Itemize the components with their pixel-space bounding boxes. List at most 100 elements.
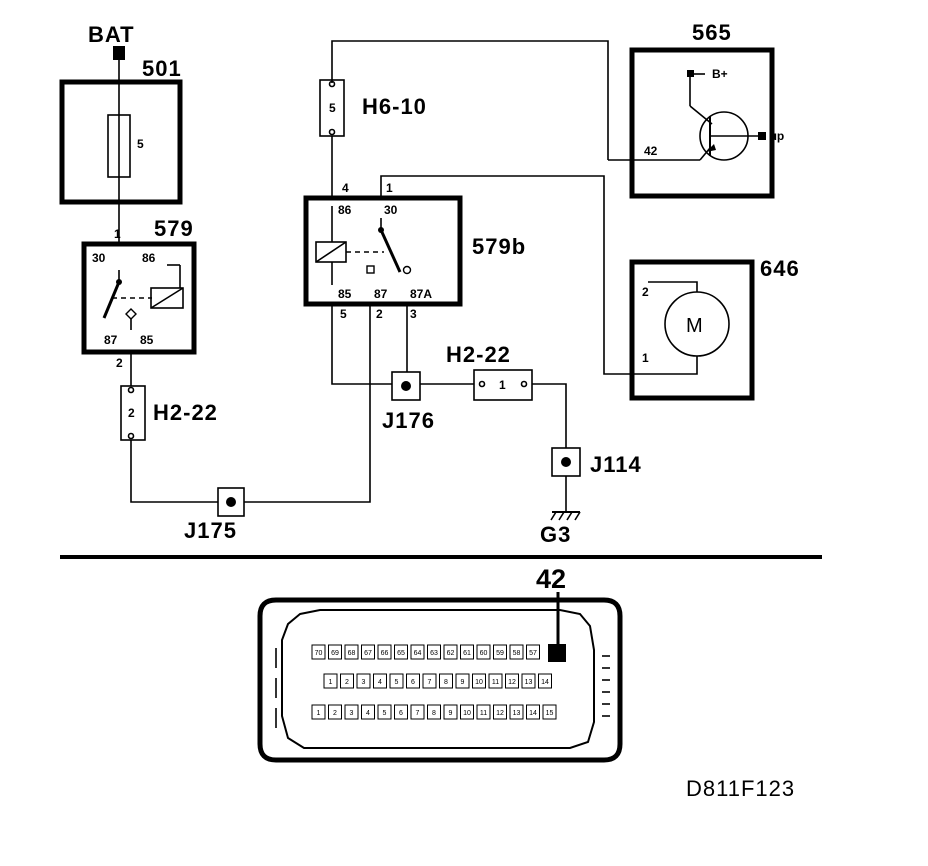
ecu-pin: [455, 673, 470, 689]
relay-579-label: 579: [154, 216, 194, 241]
ecu-pin-number: 13: [525, 679, 533, 686]
ecu-pin-number: 6: [399, 710, 403, 717]
ecu-pin-number: 4: [378, 679, 382, 686]
ecu-pin: [328, 644, 342, 660]
ecu-pin-number: 67: [364, 650, 372, 657]
ecu-pin-number: 14: [541, 679, 549, 686]
bat-label: BAT: [88, 22, 135, 47]
ecu-pin: [356, 673, 371, 689]
ground-g3: G3: [540, 511, 581, 547]
component-565: 565 B+ µp 42: [629, 20, 784, 199]
ecu-pin-number: 70: [315, 650, 323, 657]
ecu-pin-number: 5: [395, 679, 399, 686]
component-646-label: 646: [760, 256, 800, 281]
ecu-pin-number: 2: [345, 679, 349, 686]
junction-j176-label: J176: [382, 408, 435, 433]
connector-h6-10-pin: 5: [329, 101, 336, 115]
component-565-pin42: 42: [644, 144, 658, 158]
ecu-pin-number: 61: [463, 650, 471, 657]
relay-579-pin87: 87: [104, 333, 118, 347]
ecu-pin: [410, 704, 425, 720]
ecu-pin: [344, 644, 359, 660]
junction-j114: J114: [551, 447, 641, 477]
ecu-pin-number: 15: [546, 710, 554, 717]
ecu-pin-number: 12: [508, 679, 516, 686]
ecu-pin: [460, 644, 474, 660]
ecu-pin: [443, 704, 458, 720]
ecu-pin: [526, 644, 540, 660]
ecu-pin: [493, 704, 507, 720]
ecu-pin: [443, 644, 458, 660]
ecu-pin-number: 9: [449, 710, 453, 717]
ecu-pin-number: 62: [447, 650, 455, 657]
connector-h2-22-left-label: H2-22: [153, 400, 218, 425]
relay-579b-pin4: 4: [342, 181, 349, 195]
relay-579b-label: 579b: [472, 234, 526, 259]
ecu-pin: [505, 673, 519, 689]
ecu-pin-number: 64: [414, 650, 422, 657]
ecu-pin-number: 1: [329, 679, 333, 686]
ecu-pin-number: 3: [350, 710, 354, 717]
ecu-pin: [340, 673, 354, 689]
ecu-pin-number: 69: [331, 650, 339, 657]
relay-579b-pin87: 87: [374, 287, 388, 301]
ecu-pin-number: 14: [529, 710, 537, 717]
ecu-pin: [493, 644, 507, 660]
ecu-pin: [460, 704, 474, 720]
ecu-pin-number: 63: [430, 650, 438, 657]
ecu-pin-number: 57: [529, 650, 537, 657]
ecu-pin: [542, 704, 557, 720]
ecu-pin: [439, 673, 453, 689]
ecu-pin-number: 12: [496, 710, 504, 717]
ecu-pin-number: 10: [463, 710, 471, 717]
connector-h6-10-label: H6-10: [362, 94, 427, 119]
relay-579-pin30: 30: [92, 251, 106, 265]
ecu-pin: [377, 704, 392, 720]
ecu-pin: [311, 704, 326, 720]
ecu-pin-number: 59: [496, 650, 504, 657]
ecu-pin-number: 10: [475, 679, 483, 686]
component-565-label: 565: [692, 20, 732, 45]
component-565-up: µp: [770, 129, 784, 143]
ecu-pin: [476, 644, 491, 660]
ecu-pin-number: 11: [480, 710, 487, 717]
ecu-pin-number: 7: [428, 679, 432, 686]
ecu-pin: [323, 673, 338, 689]
connector-h2-22-mid-pin: 1: [499, 378, 506, 392]
ecu-pin-number: 1: [317, 710, 321, 717]
ecu-pin: [406, 673, 420, 689]
ecu-pin-number: 6: [411, 679, 415, 686]
relay-579b-pin2: 2: [376, 307, 383, 321]
relay-579b-pin87a: 87A: [410, 287, 432, 301]
relay-579-pin86: 86: [142, 251, 156, 265]
ecu-pin-number: 3: [362, 679, 366, 686]
ecu-pin-number: 66: [381, 650, 389, 657]
relay-579b-pin86: 86: [338, 203, 352, 217]
connector-h2-22-left: 2 H2-22: [120, 385, 218, 441]
ecu-pin-number: 11: [492, 679, 499, 686]
relay-579-pin85: 85: [140, 333, 154, 347]
ecu-pin: [394, 644, 408, 660]
relay-579b-pin3: 3: [410, 307, 417, 321]
connector-h2-22-left-pin: 2: [128, 406, 135, 420]
junction-j175: J175: [184, 487, 245, 543]
component-501-label: 501: [142, 56, 182, 81]
ecu-pin-number: 2: [333, 710, 337, 717]
ecu-pin: [488, 673, 503, 689]
ecu-pin-callout: 42: [536, 564, 566, 594]
ecu-pin: [361, 704, 375, 720]
ecu-pin-number: 9: [461, 679, 465, 686]
ecu-pin-42-highlight: [548, 644, 566, 662]
relay-579-pin1: 1: [114, 227, 121, 241]
ecu-pin-number: 58: [513, 650, 521, 657]
connector-h2-22-mid-label: H2-22: [446, 342, 511, 367]
relay-579b-pin85: 85: [338, 287, 352, 301]
component-501: 5 501: [59, 56, 183, 205]
ecu-pin: [361, 644, 375, 660]
ecu-pin-number: 8: [444, 679, 448, 686]
ecu-pin-number: 60: [480, 650, 488, 657]
ecu-pin: [389, 673, 404, 689]
junction-j175-label: J175: [184, 518, 237, 543]
